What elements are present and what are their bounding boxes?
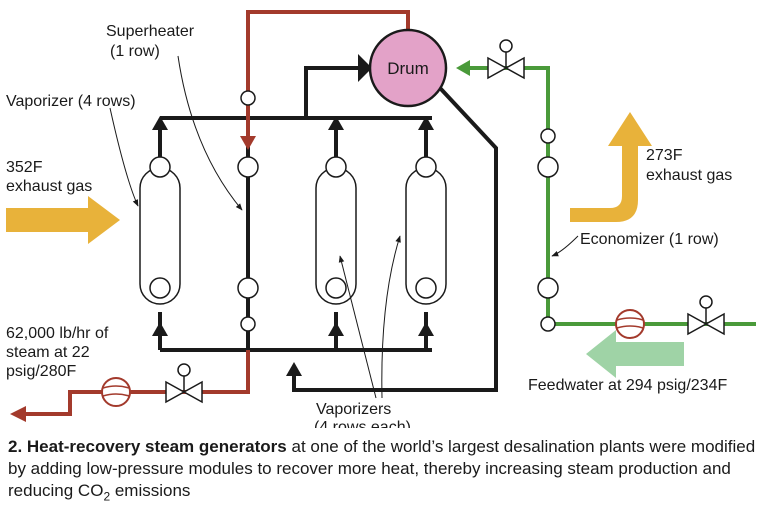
vaporizer-left-label: Vaporizer (4 rows) — [6, 93, 136, 110]
node-small — [540, 316, 556, 332]
feedwater-arrow — [586, 330, 684, 378]
feedwater-flow-meter — [615, 309, 645, 339]
header-nodes — [149, 90, 559, 332]
caption-number: 2. — [8, 437, 27, 456]
node — [415, 277, 437, 299]
arrow-up-v2-bottom — [328, 322, 344, 336]
node — [325, 277, 347, 299]
steam-flow-meter — [101, 377, 131, 407]
arrow-up-v3-bottom — [418, 322, 434, 336]
node-small — [240, 90, 256, 106]
gas-out-label: exhaust gas — [646, 167, 732, 184]
gas-in-temp-label: 352F — [6, 159, 43, 176]
node — [149, 156, 171, 178]
superheater-rows-label: (1 row) — [110, 43, 160, 60]
exhaust-gas-out-arrow — [570, 112, 652, 222]
exhaust-gas-in-arrow — [6, 196, 120, 244]
gas-out-temp-label: 273F — [646, 147, 683, 164]
hrsg-diagram: Drum — [6, 10, 756, 428]
steam-output-line1: 62,000 lb/hr of — [6, 325, 109, 342]
steam-line — [22, 10, 410, 416]
node — [149, 277, 171, 299]
steam-outlet-arrow — [10, 406, 26, 422]
caption-title: Heat-recovery steam generators — [26, 437, 287, 456]
vaporizer-pipework — [158, 66, 498, 392]
caption-bold: 2. Heat-recovery steam generators — [8, 437, 287, 456]
node — [237, 277, 259, 299]
steam-output-line3: psig/280F — [6, 363, 76, 380]
steam-valve — [165, 363, 203, 404]
arrow-up-downcomer — [286, 362, 302, 376]
drum-inlet-valve — [487, 39, 525, 80]
arrow-into-drum — [358, 54, 372, 82]
feedwater-line — [466, 66, 756, 326]
steam-output-line2: steam at 22 — [6, 344, 90, 361]
arrow-up-left-bottom — [152, 322, 168, 336]
arrow-up-vaporizer-3 — [418, 116, 434, 130]
superheater-label: Superheater — [106, 23, 195, 40]
caption-text: at one of the world’s largest desalinati… — [8, 437, 756, 500]
vaporizers-rows-label: (4 rows each) — [314, 419, 411, 428]
node-small — [240, 316, 256, 332]
node-small — [540, 128, 556, 144]
caption-text-end: emissions — [110, 481, 191, 500]
economizer-label: Economizer (1 row) — [580, 231, 719, 248]
node — [237, 156, 259, 178]
arrow-up-vaporizer-2 — [328, 116, 344, 130]
leader-lines — [109, 55, 579, 399]
node — [537, 156, 559, 178]
feedwater-label: Feedwater at 294 psig/234F — [528, 377, 727, 394]
steam-arrow-down — [240, 136, 256, 150]
black-flow-arrows — [152, 54, 434, 376]
node — [415, 156, 437, 178]
feedwater-valve — [687, 295, 725, 336]
drum-label: Drum — [387, 59, 429, 78]
figure-caption: 2. Heat-recovery steam generators at one… — [8, 436, 760, 507]
vaporizers-label: Vaporizers — [316, 401, 391, 418]
arrow-up-vaporizer-left — [152, 116, 168, 130]
node — [537, 277, 559, 299]
caption-subscript: 2 — [103, 489, 111, 504]
node — [325, 156, 347, 178]
water-arrow-into-drum — [456, 60, 470, 76]
drum-vessel — [368, 28, 448, 108]
gas-in-label: exhaust gas — [6, 178, 92, 195]
vaporizer-modules — [139, 167, 447, 305]
